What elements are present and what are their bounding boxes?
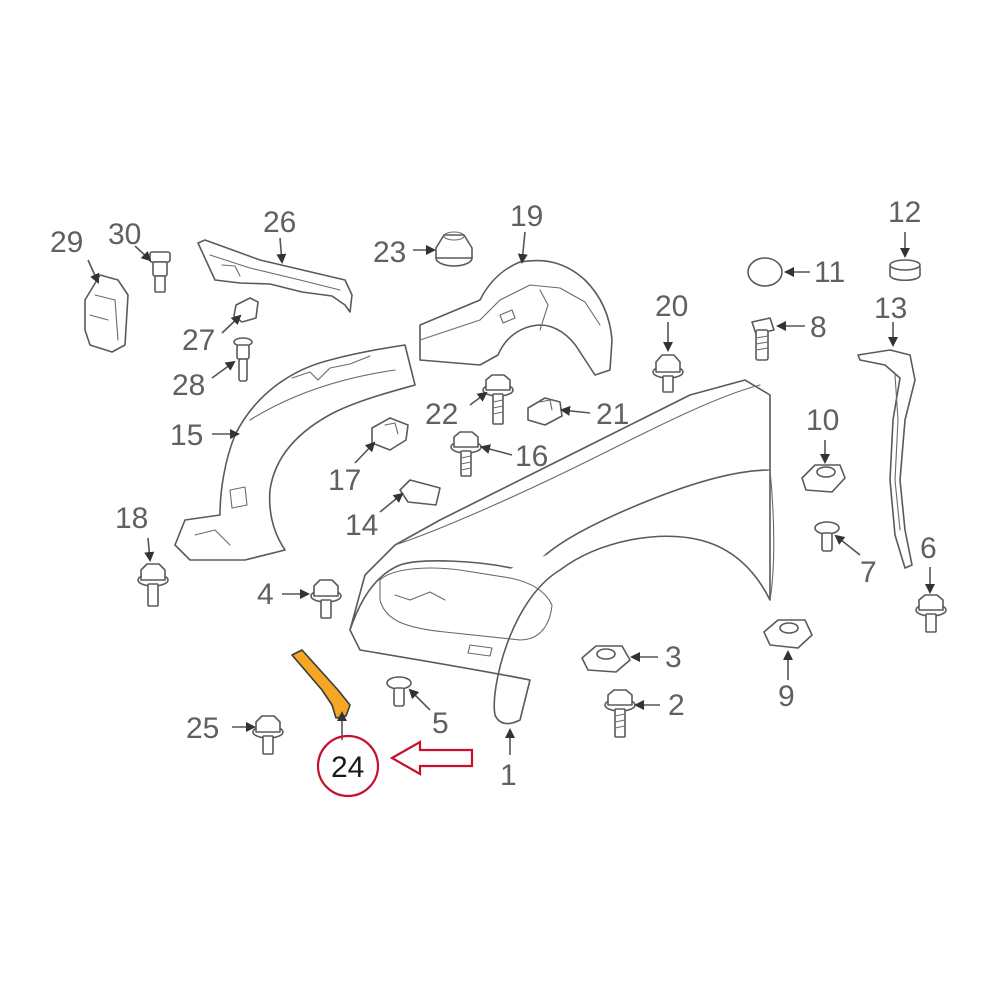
label-25: 25: [186, 712, 219, 745]
pin-28-part: [233, 337, 253, 382]
bolt-7-part: [814, 521, 840, 552]
label-1: 1: [500, 759, 517, 792]
label-4: 4: [257, 578, 274, 611]
label-13: 13: [874, 292, 907, 325]
bracket-14-part: [399, 479, 441, 506]
front-fender-part: [349, 379, 775, 725]
leader-lines: [87, 231, 935, 755]
wheel-arch-liner-part: [174, 344, 416, 561]
label-23: 23: [373, 236, 406, 269]
label-21: 21: [596, 398, 629, 431]
bolt-16-part: [450, 431, 482, 477]
label-22: 22: [425, 398, 458, 431]
highlighted-bracket-24-part: [291, 649, 351, 719]
bolt-5-part: [386, 676, 412, 707]
label-6: 6: [920, 532, 937, 565]
bolt-22-part: [482, 374, 514, 425]
label-19: 19: [510, 200, 543, 233]
callout-ring: [316, 734, 380, 798]
label-28: 28: [172, 369, 205, 402]
bolt-18-part: [137, 563, 169, 607]
label-8: 8: [810, 311, 827, 344]
nut-plate-9-part: [763, 619, 813, 649]
bolt-2-part: [604, 689, 636, 738]
nut-plate-3-part: [581, 645, 631, 673]
bolt-6-part: [915, 594, 947, 633]
label-27: 27: [182, 324, 215, 357]
label-12: 12: [888, 196, 921, 229]
label-29: 29: [50, 226, 83, 259]
label-24: 24: [331, 751, 364, 784]
label-2: 2: [668, 689, 685, 722]
label-9: 9: [778, 680, 795, 713]
label-26: 26: [263, 206, 296, 239]
bolt-4-part: [310, 579, 342, 619]
callout-arrow: [389, 740, 474, 776]
label-14: 14: [345, 509, 378, 542]
upper-bracket-part: [197, 239, 353, 313]
label-17: 17: [328, 464, 361, 497]
label-3: 3: [665, 641, 682, 674]
rear-wheel-liner-part: [419, 259, 613, 376]
label-30: 30: [108, 218, 141, 251]
clip-21-part: [527, 397, 563, 426]
label-11: 11: [814, 256, 845, 289]
nut-23-part: [435, 231, 473, 267]
part-number-labels: 1 2 3 4 5 6 7 8 9 10 11 12 13 14 15 16 1…: [50, 196, 937, 792]
cap-11-part: [747, 257, 783, 287]
nut-plate-10-part: [801, 464, 846, 493]
red-callout: [316, 734, 474, 798]
label-20: 20: [655, 290, 688, 323]
side-bracket-part: [84, 274, 129, 353]
bolt-8-part: [751, 317, 775, 361]
clip-17-part: [371, 417, 409, 451]
cap-12-part: [889, 259, 921, 282]
trim-strip-part: [857, 349, 916, 569]
label-5: 5: [432, 707, 449, 740]
clip-30-part: [149, 251, 171, 293]
label-15: 15: [170, 419, 203, 452]
label-16: 16: [515, 440, 548, 473]
bolt-20-part: [652, 354, 684, 393]
label-7: 7: [860, 556, 877, 589]
label-18: 18: [115, 502, 148, 535]
label-10: 10: [806, 404, 839, 437]
bolt-25-part: [252, 715, 284, 755]
